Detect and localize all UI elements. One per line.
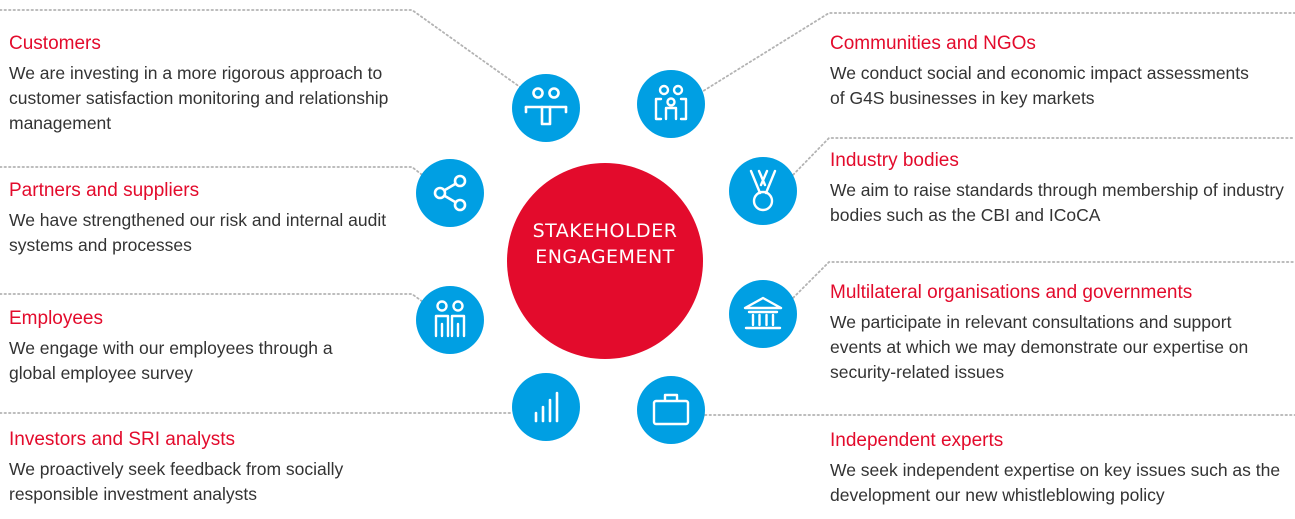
block-description: We have strengthened our risk and intern…: [9, 210, 387, 255]
block-title: Investors and SRI analysts: [9, 429, 235, 450]
block-investors: Investors and SRI analysts We proactivel…: [9, 429, 379, 507]
share-network-icon: [433, 174, 467, 212]
icon-investors: [512, 373, 580, 441]
center-circle: [507, 163, 703, 359]
block-industry: Industry bodies We aim to raise standard…: [830, 150, 1290, 228]
bar-chart-icon: [534, 391, 559, 423]
center-label: STAKEHOLDER ENGAGEMENT: [505, 218, 705, 270]
government-building-icon: [743, 296, 783, 330]
people-icon: [434, 300, 466, 338]
block-communities: Communities and NGOs We conduct social a…: [830, 33, 1250, 111]
connector-industry: [789, 137, 1295, 179]
block-customers: Customers We are investing in a more rig…: [9, 33, 409, 136]
block-title: Independent experts: [830, 430, 1004, 451]
connector-employees: [0, 293, 431, 308]
block-title: Communities and NGOs: [830, 33, 1036, 54]
medal-icon: [749, 169, 777, 212]
icon-employees: [416, 286, 484, 354]
connector-communities: [699, 12, 1295, 94]
icon-customers: [512, 74, 580, 142]
customer-service-icon: [524, 87, 568, 126]
center-label-line2: ENGAGEMENT: [535, 246, 675, 268]
connector-multilateral: [789, 261, 1295, 302]
block-description: We conduct social and economic impact as…: [830, 63, 1249, 108]
block-multilateral: Multilateral organisations and governmen…: [830, 282, 1270, 385]
community-group-icon: [654, 84, 688, 121]
icon-industry: [729, 157, 797, 225]
connector-customers: [0, 9, 528, 93]
block-description: We are investing in a more rigorous appr…: [9, 63, 389, 133]
connector-partners: [0, 166, 431, 182]
block-description: We aim to raise standards through member…: [830, 180, 1284, 225]
center-label-line1: STAKEHOLDER: [532, 220, 678, 242]
block-title: Partners and suppliers: [9, 180, 200, 201]
block-description: We proactively seek feedback from social…: [9, 459, 344, 504]
block-title: Customers: [9, 33, 101, 54]
block-title: Employees: [9, 308, 103, 329]
block-partners: Partners and suppliers We have strengthe…: [9, 180, 389, 258]
block-description: We participate in relevant consultations…: [830, 312, 1249, 382]
block-description: We engage with our employees through a g…: [9, 338, 333, 383]
briefcase-icon: [652, 393, 690, 426]
block-employees: Employees We engage with our employees t…: [9, 308, 379, 386]
icon-partners: [416, 159, 484, 227]
icon-multilateral: [729, 280, 797, 348]
block-title: Multilateral organisations and governmen…: [830, 282, 1193, 303]
block-title: Industry bodies: [830, 150, 959, 171]
icon-communities: [637, 70, 705, 138]
block-experts: Independent experts We seek independent …: [830, 430, 1290, 508]
icon-experts: [637, 376, 705, 444]
block-description: We seek independent expertise on key iss…: [830, 460, 1281, 505]
